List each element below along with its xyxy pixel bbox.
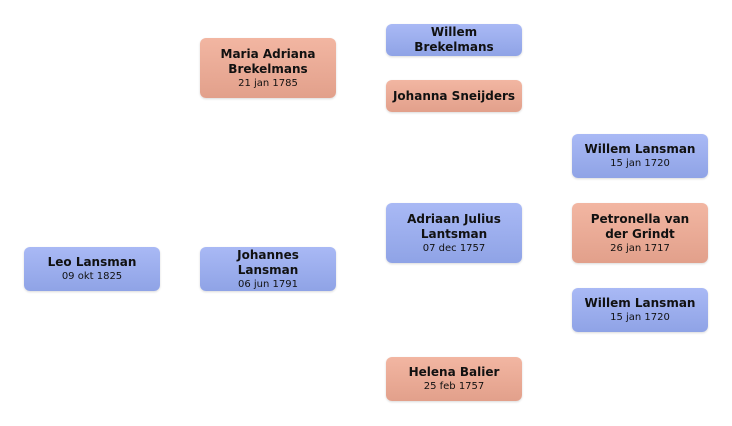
person-card-johanna-sneijders[interactable]: Johanna Sneijders <box>386 80 522 112</box>
person-date: 15 jan 1720 <box>610 158 670 169</box>
person-date: 09 okt 1825 <box>61 271 123 282</box>
person-name: Leo Lansman <box>47 255 137 269</box>
person-card-maria-adriana-brekelmans[interactable]: Maria Adriana Brekelmans 21 jan 1785 <box>200 38 336 98</box>
person-name: Helena Balier <box>408 365 500 379</box>
person-card-helena-balier[interactable]: Helena Balier 25 feb 1757 <box>386 357 522 401</box>
person-name: Petronella van der Grindt <box>590 211 690 241</box>
person-date: 07 dec 1757 <box>422 242 486 254</box>
person-card-petronella-van-der-grindt[interactable]: Petronella van der Grindt 26 jan 1717 <box>572 203 708 263</box>
person-name: Johannes Lansman <box>237 247 299 277</box>
person-name: Maria Adriana Brekelmans <box>220 46 316 76</box>
person-name: Willem Brekelmans <box>414 25 494 54</box>
person-date: 06 jun 1791 <box>238 278 298 290</box>
person-name: Willem Lansman <box>584 142 696 156</box>
person-date: 26 jan 1717 <box>610 242 670 254</box>
person-card-leo-lansman[interactable]: Leo Lansman 09 okt 1825 <box>24 247 160 291</box>
person-card-willem-brekelmans[interactable]: Willem Brekelmans <box>386 24 522 56</box>
person-card-willem-lansman-2[interactable]: Willem Lansman 15 jan 1720 <box>572 288 708 332</box>
person-date: 21 jan 1785 <box>238 77 298 89</box>
person-card-willem-lansman-1[interactable]: Willem Lansman 15 jan 1720 <box>572 134 708 178</box>
person-name: Johanna Sneijders <box>392 88 516 103</box>
person-date: 15 jan 1720 <box>610 312 670 323</box>
person-date: 25 feb 1757 <box>423 381 485 392</box>
person-name: Adriaan Julius Lantsman <box>407 211 501 241</box>
person-name: Willem Lansman <box>584 296 696 310</box>
person-card-johannes-lansman[interactable]: Johannes Lansman 06 jun 1791 <box>200 247 336 291</box>
person-card-adriaan-julius-lantsman[interactable]: Adriaan Julius Lantsman 07 dec 1757 <box>386 203 522 263</box>
